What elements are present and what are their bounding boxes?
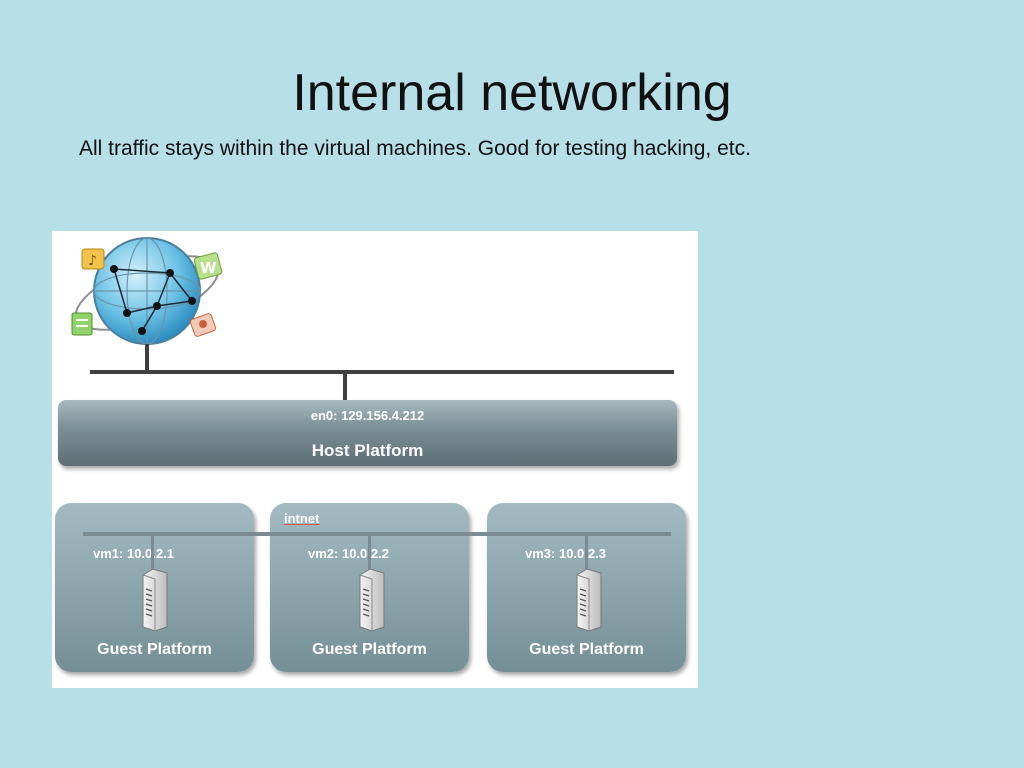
document-icon <box>71 312 93 336</box>
guest-label: Guest Platform <box>529 641 644 658</box>
intnet-bus <box>83 532 671 536</box>
guest-label: Guest Platform <box>97 641 212 658</box>
external-bus <box>90 370 674 374</box>
guest-address: vm1: 10.0.2.1 <box>93 546 174 561</box>
network-diagram: ♪ W en0: 129.156.4.212 Host Platform vm1… <box>52 231 698 688</box>
mail-icon <box>189 313 217 337</box>
diagram-lines: ♪ W <box>71 237 674 402</box>
guest-address: vm3: 10.0.2.3 <box>525 546 606 561</box>
slide-title: Internal networking <box>292 64 732 122</box>
slide-subtitle: All traffic stays within the virtual mac… <box>79 137 751 160</box>
globe-icon <box>93 237 201 345</box>
guest-platform-vm1: vm1: 10.0.2.1 Guest Platform <box>55 503 254 672</box>
music-note-icon: ♪ <box>81 248 105 270</box>
host-address: en0: 129.156.4.212 <box>310 408 425 423</box>
guest-platform-vm2: vm2: 10.0.2.2 Guest Platform <box>270 503 469 672</box>
globe-uplink <box>145 344 149 371</box>
host-platform: en0: 129.156.4.212 Host Platform <box>58 400 677 466</box>
host-uplink <box>343 372 347 402</box>
guest-address: vm2: 10.0.2.2 <box>308 546 389 561</box>
intnet-label: intnet <box>284 511 320 526</box>
guest-label: Guest Platform <box>312 641 427 658</box>
svg-text:W: W <box>200 259 217 277</box>
guest-platform-vm3: vm3: 10.0.2.3 Guest Platform <box>487 503 686 672</box>
host-label: Host Platform <box>311 441 424 460</box>
svg-text:♪: ♪ <box>88 253 97 269</box>
web-icon: W <box>193 252 223 280</box>
